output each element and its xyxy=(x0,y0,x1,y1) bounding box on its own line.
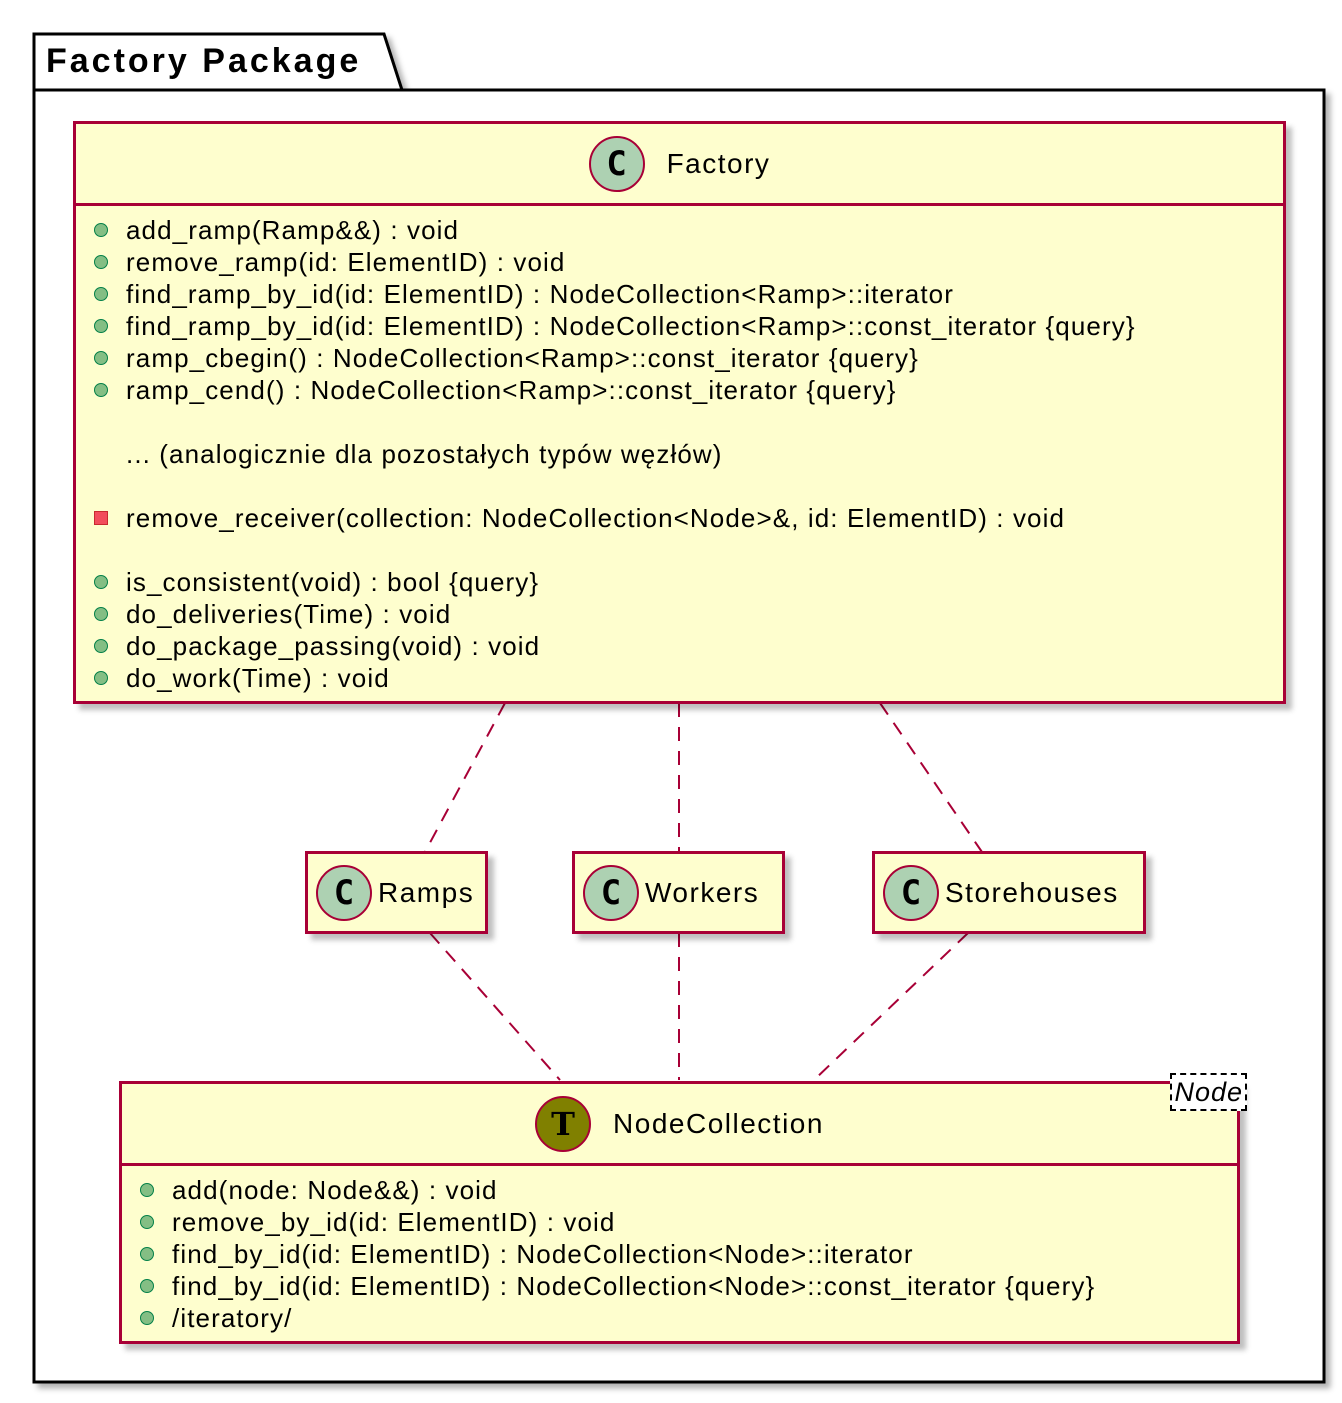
factory-class-name: Factory xyxy=(666,147,771,179)
public-visibility-icon xyxy=(92,575,110,589)
workers-header: C Workers xyxy=(575,854,782,931)
public-visibility-icon xyxy=(92,255,110,269)
ramps-class[interactable]: C Ramps xyxy=(305,851,488,934)
nodecollection-class-name: NodeCollection xyxy=(613,1107,824,1139)
template-badge-icon: T xyxy=(535,1095,592,1152)
member-text: do_work(Time) : void xyxy=(126,663,390,693)
factory-separator xyxy=(76,203,1283,206)
member-text: add(node: Node&&) : void xyxy=(172,1175,498,1205)
public-visibility-icon xyxy=(92,351,110,365)
edge-ramps-nodecollection xyxy=(429,932,561,1081)
member-text: do_package_passing(void) : void xyxy=(126,631,541,661)
member-row: /iteratory/ xyxy=(138,1302,1237,1334)
member-text: find_by_id(id: ElementID) : NodeCollecti… xyxy=(172,1271,1096,1301)
member-row: ... (analogicznie dla pozostałych typów … xyxy=(92,438,1283,470)
public-visibility-icon xyxy=(92,607,110,621)
package-tab xyxy=(32,32,404,91)
public-visibility-icon xyxy=(92,223,110,237)
workers-class-name: Workers xyxy=(645,876,760,908)
nodecollection-separator xyxy=(122,1163,1237,1166)
storehouses-header: C Storehouses xyxy=(875,854,1143,931)
member-row: is_consistent(void) : bool {query} xyxy=(92,566,1283,598)
public-visibility-icon xyxy=(92,383,110,397)
factory-header: C Factory xyxy=(76,124,1283,203)
public-visibility-icon xyxy=(138,1279,156,1293)
public-visibility-icon xyxy=(92,319,110,333)
member-row: ramp_cbegin() : NodeCollection<Ramp>::co… xyxy=(92,342,1283,374)
edge-factory-ramps xyxy=(424,702,506,853)
public-visibility-icon xyxy=(138,1247,156,1261)
member-row: ramp_cend() : NodeCollection<Ramp>::cons… xyxy=(92,374,1283,406)
edge-factory-storehouses xyxy=(879,702,983,853)
member-text: ramp_cend() : NodeCollection<Ramp>::cons… xyxy=(126,375,897,405)
member-row: find_by_id(id: ElementID) : NodeCollecti… xyxy=(138,1238,1237,1270)
member-text: remove_ramp(id: ElementID) : void xyxy=(126,247,566,277)
member-row xyxy=(92,406,1283,438)
member-row xyxy=(92,470,1283,502)
member-text: ramp_cbegin() : NodeCollection<Ramp>::co… xyxy=(126,343,919,373)
member-row: add_ramp(Ramp&&) : void xyxy=(92,214,1283,246)
package-title: Factory Package xyxy=(46,42,361,80)
public-visibility-icon xyxy=(92,287,110,301)
nodecollection-header: T NodeCollection xyxy=(122,1084,1237,1163)
ramps-class-name: Ramps xyxy=(378,876,475,908)
member-row: find_ramp_by_id(id: ElementID) : NodeCol… xyxy=(92,310,1283,342)
member-text: /iteratory/ xyxy=(172,1303,293,1333)
type-parameter: Node xyxy=(1170,1073,1247,1111)
member-row: add(node: Node&&) : void xyxy=(138,1174,1237,1206)
member-text: is_consistent(void) : bool {query} xyxy=(126,567,540,597)
member-text: ... (analogicznie dla pozostałych typów … xyxy=(126,439,723,469)
member-row: remove_receiver(collection: NodeCollecti… xyxy=(92,502,1283,534)
public-visibility-icon xyxy=(92,671,110,685)
class-badge-icon: C xyxy=(883,864,939,921)
private-visibility-icon xyxy=(92,511,110,525)
member-row: remove_by_id(id: ElementID) : void xyxy=(138,1206,1237,1238)
class-badge-icon: C xyxy=(588,135,645,192)
public-visibility-icon xyxy=(138,1215,156,1229)
member-row: do_deliveries(Time) : void xyxy=(92,598,1283,630)
member-row xyxy=(92,534,1283,566)
public-visibility-icon xyxy=(138,1183,156,1197)
class-badge-icon: C xyxy=(583,864,639,921)
nodecollection-class[interactable]: Node T NodeCollection add(node: Node&&) … xyxy=(119,1073,1247,1344)
member-text: add_ramp(Ramp&&) : void xyxy=(126,215,460,245)
class-badge-icon: C xyxy=(316,864,372,921)
member-row: do_work(Time) : void xyxy=(92,662,1283,694)
member-row: find_by_id(id: ElementID) : NodeCollecti… xyxy=(138,1270,1237,1302)
ramps-header: C Ramps xyxy=(308,854,485,931)
member-text: remove_receiver(collection: NodeCollecti… xyxy=(126,503,1066,533)
public-visibility-icon xyxy=(138,1311,156,1325)
member-text: find_by_id(id: ElementID) : NodeCollecti… xyxy=(172,1239,914,1269)
member-row: do_package_passing(void) : void xyxy=(92,630,1283,662)
member-text: find_ramp_by_id(id: ElementID) : NodeCol… xyxy=(126,311,1136,341)
member-text: remove_by_id(id: ElementID) : void xyxy=(172,1207,616,1237)
workers-class[interactable]: C Workers xyxy=(572,851,785,934)
member-row: remove_ramp(id: ElementID) : void xyxy=(92,246,1283,278)
storehouses-class[interactable]: C Storehouses xyxy=(872,851,1146,934)
member-row: find_ramp_by_id(id: ElementID) : NodeCol… xyxy=(92,278,1283,310)
public-visibility-icon xyxy=(92,639,110,653)
storehouses-class-name: Storehouses xyxy=(945,876,1119,908)
member-text: do_deliveries(Time) : void xyxy=(126,599,452,629)
edge-storehouses-nodecollection xyxy=(813,932,969,1081)
member-text: find_ramp_by_id(id: ElementID) : NodeCol… xyxy=(126,279,954,309)
